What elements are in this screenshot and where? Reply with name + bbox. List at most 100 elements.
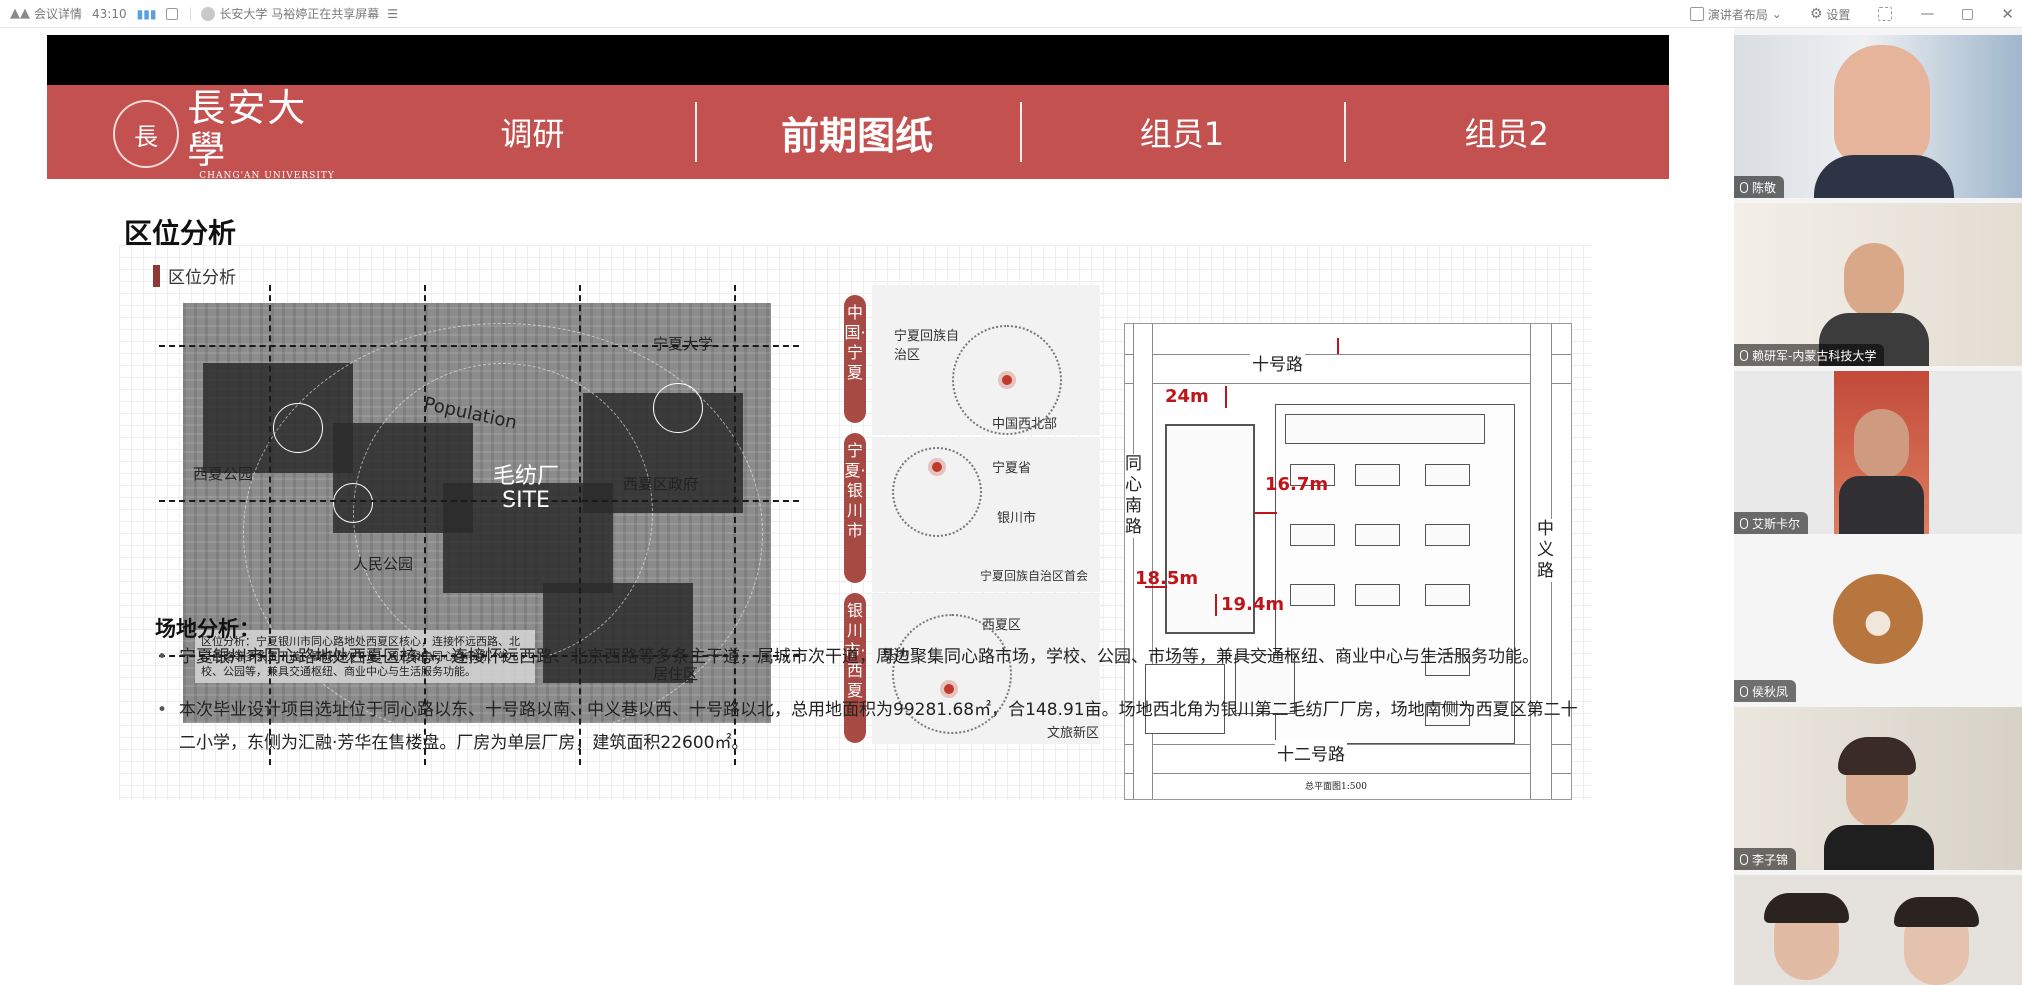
grid-guide-vline <box>734 285 736 765</box>
settings-label: 设置 <box>1826 7 1851 22</box>
grid-guide-line <box>159 345 799 347</box>
site-analysis-title: 场地分析： <box>155 617 260 641</box>
residential-block-area <box>1275 404 1515 744</box>
dimension-16-7m: 16.7m <box>1265 474 1329 495</box>
list-item: 本次毕业设计项目选址位于同心路以东、十号路以南、中义巷以西、十号路以北，总用地面… <box>155 694 1585 760</box>
poi-ring <box>273 403 323 453</box>
factory-label: 毛纺厂 <box>493 464 560 489</box>
mic-icon <box>1740 349 1748 361</box>
tab-research[interactable]: 调研 <box>500 115 565 153</box>
building <box>1425 524 1470 546</box>
participant-name: 侯秋凤 <box>1752 684 1789 699</box>
layout-icon <box>1689 7 1704 21</box>
building <box>1425 584 1470 606</box>
fullscreen-icon[interactable] <box>1878 7 1893 21</box>
sharing-status[interactable]: 长安大学 马裕婷正在共享屏幕 ☰ <box>201 5 398 22</box>
slide-top-black-band <box>47 35 1669 85</box>
label-xixia-district: 西夏区 <box>982 618 1022 633</box>
sharing-notice-text: 长安大学 马裕婷正在共享屏幕 <box>219 7 380 21</box>
map-label-xixia-district: 西夏区政府 <box>623 475 699 493</box>
participant-tile[interactable]: 李子锦 <box>1734 707 2022 870</box>
dimension-18-5m: 18.5m <box>1135 568 1199 589</box>
poi-ring <box>333 483 373 523</box>
maximize-icon[interactable] <box>1962 8 1974 20</box>
poi-ring <box>653 383 703 433</box>
participant-tile[interactable] <box>1734 875 2022 985</box>
grid-guide-vline <box>269 285 271 765</box>
participant-tile[interactable]: 赖研军-内蒙古科技大学 <box>1734 203 2022 366</box>
meeting-details-button[interactable]: ▲▲ 会议详情 <box>10 5 82 22</box>
factory-building <box>1165 424 1255 634</box>
plan-road-west-label: 同心南路 <box>1125 454 1143 538</box>
university-seal-icon: 長 <box>113 100 180 168</box>
participant-name: 艾斯卡尔 <box>1752 516 1801 531</box>
participant-name: 赖研军-内蒙古科技大学 <box>1752 348 1877 363</box>
avatar <box>1833 574 1923 664</box>
plan-road-north-label: 十号路 <box>1250 350 1305 375</box>
building <box>1290 524 1335 546</box>
participant-namebar: 李子锦 <box>1734 848 1797 870</box>
building <box>1355 464 1400 486</box>
person-face <box>1854 409 1909 479</box>
site-marker: 毛纺厂 SITE <box>493 465 559 513</box>
participant-namebar: 侯秋凤 <box>1734 680 1797 702</box>
close-icon[interactable]: ✕ <box>2001 5 2014 23</box>
label-ningxia-province: 宁夏省 <box>992 461 1032 476</box>
label-ningxia-region: 宁夏回族自治区 <box>894 329 960 363</box>
university-logo: 長 長安大學 CHANG'AN UNIVERSITY <box>113 87 343 181</box>
popout-icon[interactable] <box>166 7 179 20</box>
label-yinchuan: 银川市 <box>997 511 1037 526</box>
location-dot <box>944 684 954 694</box>
gear-icon: ⚙ <box>1809 6 1823 22</box>
meeting-logo-icon: ▲▲ <box>10 6 30 21</box>
person-body <box>1839 476 1924 534</box>
participant-tile[interactable]: 陈敬 <box>1734 35 2022 198</box>
logo-english-name: CHANG'AN UNIVERSITY <box>199 171 335 181</box>
grid-guide-vline <box>424 285 426 765</box>
location-dot <box>1002 375 1012 385</box>
sharing-menu-icon: ☰ <box>387 6 399 21</box>
mic-icon <box>1740 181 1748 193</box>
participant-namebar: 陈敬 <box>1734 176 1785 198</box>
building <box>1425 464 1470 486</box>
building <box>1355 524 1400 546</box>
dimension-marker <box>1255 512 1277 514</box>
tab-member-1[interactable]: 组员1 <box>1019 85 1345 179</box>
grid-guide-vline <box>579 285 581 765</box>
label-northwest-china: 中国西北部 <box>992 417 1058 432</box>
tab-member-2[interactable]: 组员2 <box>1344 85 1669 179</box>
sharer-avatar-icon <box>201 6 216 21</box>
slide-nav-bar: 長 長安大學 CHANG'AN UNIVERSITY 调研 前期图纸 组员1 组… <box>47 85 1669 181</box>
timer-text: 43:10 <box>92 6 127 21</box>
dimension-marker <box>1145 586 1167 588</box>
dimension-marker <box>1215 594 1217 616</box>
figure-label-text: 区位分析 <box>168 268 236 288</box>
site-analysis-list: 宁夏银川市同心路地处西夏区核心，连接怀远西路、北京西路等多条主干道，属城市次干道… <box>155 641 1585 780</box>
building <box>1355 584 1400 606</box>
presenter-layout-button[interactable]: 演讲者布局 ⌄ <box>1689 6 1782 23</box>
dimension-marker <box>1337 338 1339 354</box>
building <box>1290 584 1335 606</box>
logo-chinese-name: 長安大學 <box>187 86 308 172</box>
slide-nav-tabs: 调研 前期图纸 组员1 组员2 <box>370 85 1669 179</box>
settings-button[interactable]: ⚙ 设置 <box>1810 6 1851 23</box>
building <box>1290 464 1335 486</box>
label-bar-icon <box>153 264 160 287</box>
minimize-icon[interactable]: — <box>1920 6 1935 22</box>
participant-tile[interactable]: 艾斯卡尔 <box>1734 371 2022 534</box>
person-face <box>1844 243 1904 318</box>
tab-preliminary-drawings[interactable]: 前期图纸 <box>694 85 1020 179</box>
chevron-down-icon: ⌄ <box>1771 7 1782 21</box>
pill-ningxia-yinchuan: 宁夏·银川市 <box>844 433 866 583</box>
range-ring <box>952 325 1062 435</box>
participant-namebar: 赖研军-内蒙古科技大学 <box>1734 344 1885 366</box>
meeting-topbar: ▲▲ 会议详情 43:10 ▮▮▮ 长安大学 马裕婷正在共享屏幕 ☰ 演讲者布局… <box>0 0 2022 28</box>
pill-china-ningxia: 中国·宁夏 <box>844 295 866 423</box>
dimension-marker <box>1225 386 1227 408</box>
signal-icon[interactable]: ▮▮▮ <box>136 6 157 21</box>
participant-tile[interactable]: 侯秋凤 <box>1734 539 2022 702</box>
person-hair <box>1838 737 1916 775</box>
presentation-slide: 長 長安大學 CHANG'AN UNIVERSITY 调研 前期图纸 组员1 组… <box>47 35 1669 985</box>
participant-name: 李子锦 <box>1752 852 1789 867</box>
person-hair <box>1894 897 1979 927</box>
